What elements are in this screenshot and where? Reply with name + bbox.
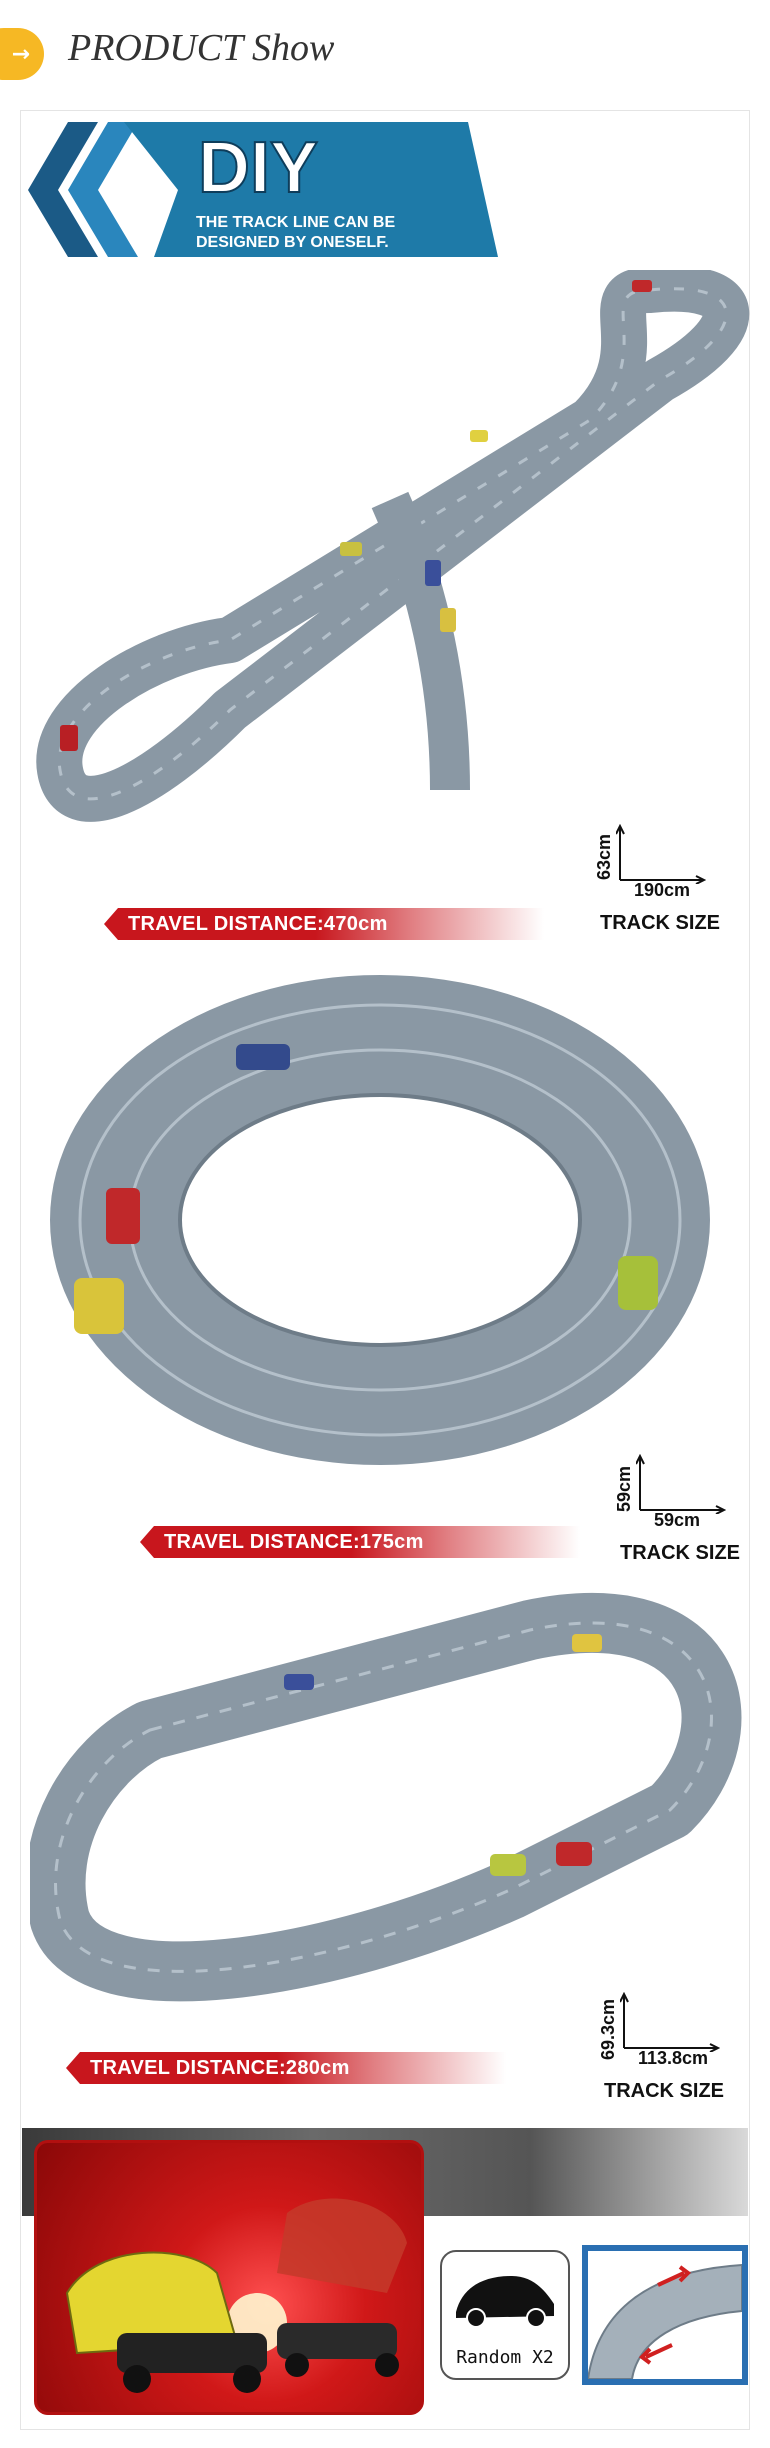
height-label: 59cm	[614, 1465, 634, 1512]
track-size-caption: TRACK SIZE	[604, 2080, 724, 2102]
track-connector-icon	[586, 2263, 743, 2380]
dimension-arrows-icon	[616, 824, 706, 884]
car-silhouette-icon	[456, 2276, 554, 2328]
width-label: 113.8cm	[638, 2048, 709, 2068]
dimension-arrows-icon	[620, 1992, 720, 2052]
width-label: 59cm	[654, 1510, 701, 1530]
track-size-caption: TRACK SIZE	[620, 1542, 740, 1564]
diy-banner: DIY THE TRACK LINE CAN BE DESIGNED BY ON…	[28, 122, 498, 257]
width-label: 190cm	[634, 880, 691, 900]
arrow-right-icon: →	[0, 28, 44, 80]
height-label: 69.3cm	[598, 1998, 618, 2060]
included-cars-image	[34, 2140, 424, 2415]
diy-subline-1: THE TRACK LINE CAN BE	[196, 214, 395, 231]
random-car-card: Random X2	[440, 2250, 570, 2380]
travel-distance-tag: TRAVEL DISTANCE:470cm	[104, 908, 544, 940]
track-size-figure-eight: 63cm 190cm TRACK SIZE	[594, 820, 750, 950]
product-image-frame	[20, 110, 750, 2430]
track-connector-card	[582, 2245, 748, 2385]
section-title: PRODUCT Show	[68, 27, 335, 69]
random-label: Random X2	[456, 2347, 554, 2368]
track-size-ring: 59cm 59cm TRACK SIZE	[614, 1450, 770, 1580]
travel-distance-tag: TRAVEL DISTANCE:175cm	[140, 1526, 580, 1558]
figure-eight-track-image	[36, 270, 750, 822]
diy-headline: DIY	[198, 128, 318, 208]
ring-track-image	[50, 975, 710, 1465]
diy-subline-2: DESIGNED BY ONESELF.	[196, 234, 389, 251]
oval-track-image	[30, 1593, 742, 2002]
travel-distance-tag: TRAVEL DISTANCE:280cm	[66, 2052, 506, 2084]
track-size-oval: 69.3cm 113.8cm TRACK SIZE	[598, 1988, 754, 2118]
height-label: 63cm	[594, 833, 614, 880]
dimension-arrows-icon	[636, 1454, 726, 1514]
track-size-caption: TRACK SIZE	[600, 912, 720, 934]
section-header: → PRODUCT Show	[0, 0, 770, 100]
